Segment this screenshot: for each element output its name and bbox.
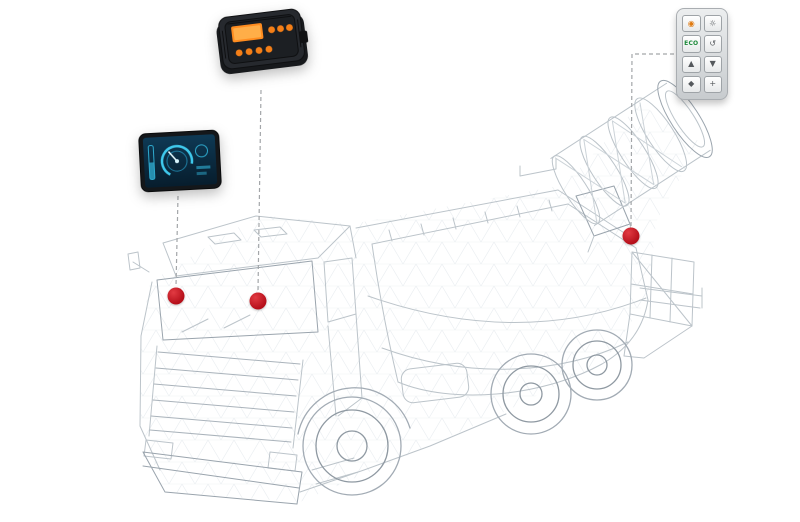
lower-button: ▼ (703, 55, 722, 73)
plus-button: + (703, 75, 722, 93)
wheels (297, 329, 633, 496)
hotspot-controller-location[interactable] (249, 292, 267, 310)
eco-button: ECO (682, 35, 701, 53)
oscillate-button: ↺ (703, 35, 722, 53)
raise-button: ▲ (682, 55, 701, 73)
mode-button: ◆ (682, 75, 701, 93)
connector-lines (175, 53, 674, 292)
connector-keypad (630, 53, 674, 227)
hotspot-keypad-location[interactable] (622, 227, 640, 245)
cab (127, 215, 363, 505)
mesh-fill (141, 104, 700, 502)
controller-illustration (216, 8, 309, 75)
connector-display (175, 195, 179, 287)
vehicle-controller-unit (212, 5, 311, 80)
display-illustration (138, 129, 222, 193)
light-button: ☼ (703, 15, 722, 33)
touch-display-terminal (137, 129, 222, 193)
power-button: ◉ (682, 15, 701, 33)
gauge-graphic (147, 144, 211, 180)
tank-body (299, 189, 649, 493)
rear-platform (623, 251, 703, 359)
keypad-grid: ◉ ☼ ECO ↺ ▲ ▼ ◆ + (682, 15, 722, 93)
connector-controller (257, 89, 262, 292)
remote-keypad: ◉ ☼ ECO ↺ ▲ ▼ ◆ + (676, 8, 728, 100)
hotspot-display-location[interactable] (167, 287, 185, 305)
